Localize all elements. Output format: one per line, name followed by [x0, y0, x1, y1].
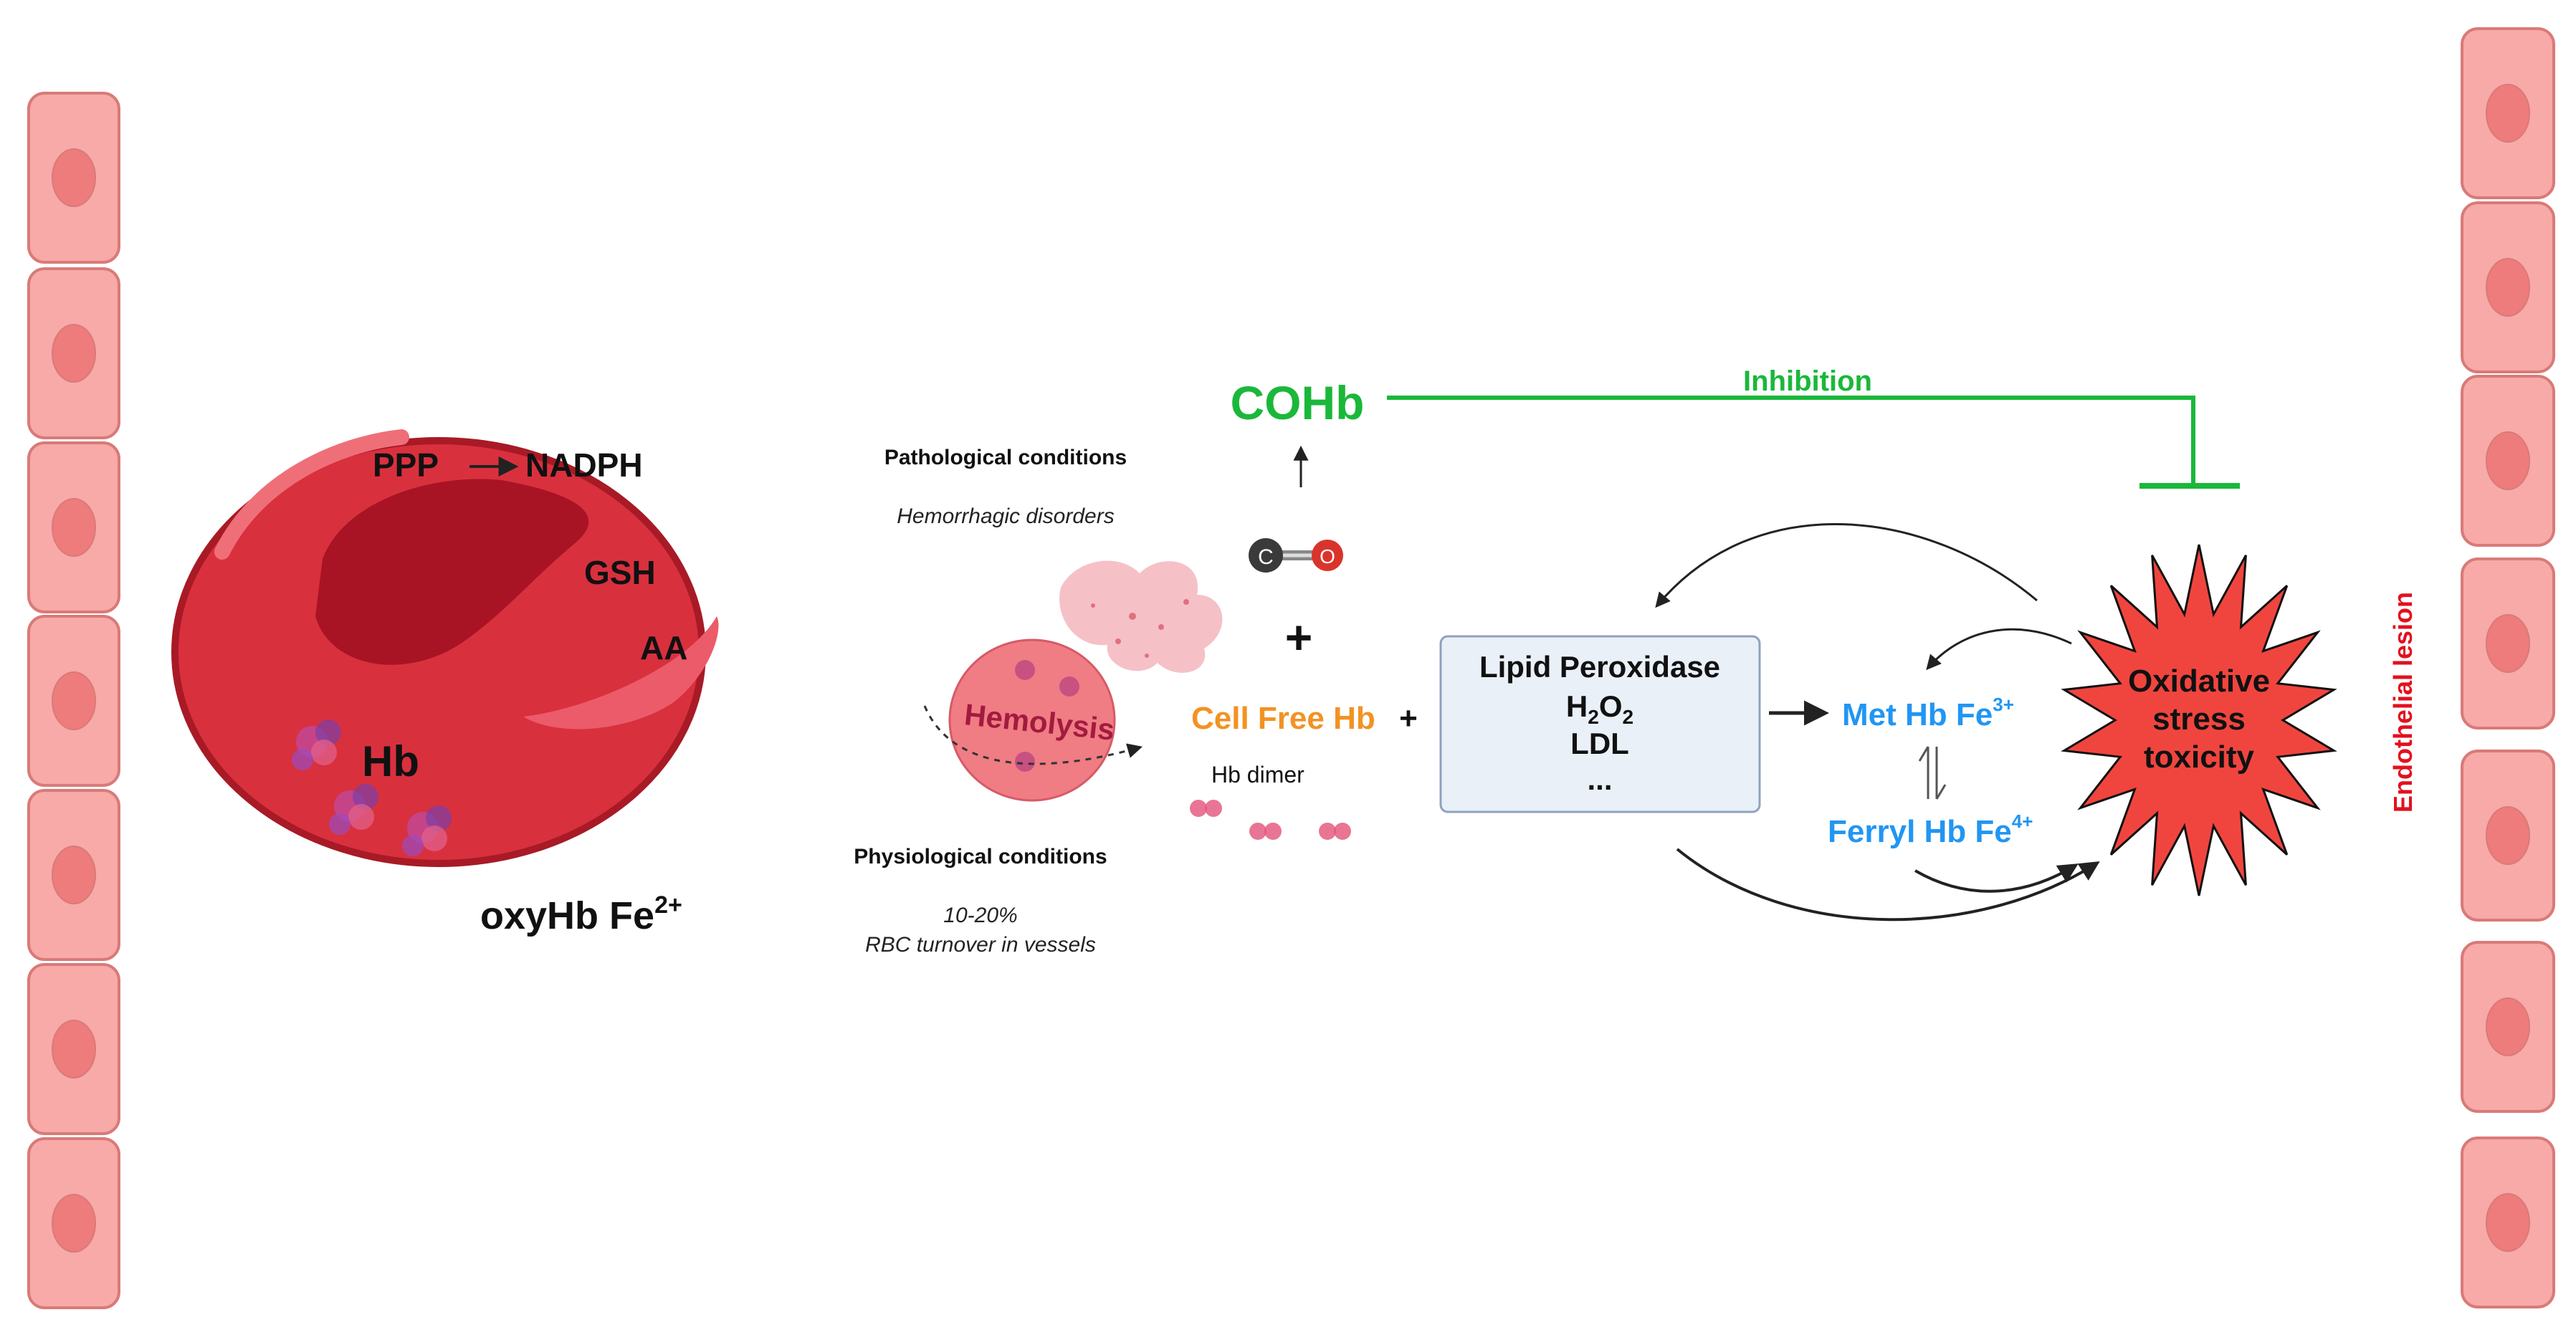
- endothelial-cell: [27, 615, 120, 787]
- cell-nucleus: [2486, 997, 2530, 1056]
- stress-line-toxicity: toxicity: [2144, 740, 2255, 775]
- hemoglobin-cluster-3: [402, 805, 452, 856]
- splash-dot: [1115, 638, 1121, 644]
- cell-nucleus: [52, 498, 96, 557]
- hemolysis-flow-arrow: [923, 705, 1143, 765]
- oxyhb-label: oxyHb Fe2+: [480, 891, 682, 937]
- nadph-label: NADPH: [525, 446, 643, 484]
- rbc-crescent: [523, 616, 719, 729]
- stress-line-oxidative: Oxidative: [2128, 664, 2270, 699]
- oxidants-box-bg: [1439, 635, 1761, 813]
- cell-nucleus: [2486, 1193, 2530, 1252]
- red-blood-cell: PPP NADPH GSH AA Hb oxyHb Fe2+: [171, 429, 719, 937]
- cell-nucleus: [2486, 806, 2530, 865]
- cell-nucleus: [2486, 614, 2530, 673]
- physiological-conditions-title: Physiological conditions: [854, 845, 1107, 869]
- left-endothelial-cells: [27, 92, 120, 1309]
- endothelial-cell: [27, 963, 120, 1135]
- splash-dot: [1183, 599, 1189, 605]
- hemolysis-hb: [1015, 752, 1035, 772]
- rbc-highlight: [214, 429, 409, 560]
- co-plus-sign: +: [1285, 611, 1313, 664]
- met-ferryl-equilibrium-arrows: [1918, 746, 1947, 800]
- pathological-conditions-subtitle: Hemorrhagic disorders: [897, 504, 1114, 528]
- oxidative-stress-starburst: [2061, 544, 2337, 896]
- endothelial-cell: [2461, 201, 2555, 373]
- cell-nucleus: [2486, 431, 2530, 490]
- cell-nucleus: [2486, 84, 2530, 143]
- box-h2o2: H2O2: [1566, 689, 1633, 728]
- inhibition-connector: [1387, 396, 2240, 489]
- cell-nucleus: [2486, 258, 2530, 317]
- cohb-label: COHb: [1231, 376, 1365, 429]
- cell-nucleus: [52, 148, 96, 207]
- physiological-turnover: RBC turnover in vessels: [865, 933, 1096, 957]
- hb-dimer-2: [1249, 823, 1282, 840]
- endothelial-cell: [2461, 27, 2555, 199]
- cell-free-hb-label: Cell Free Hb: [1191, 701, 1375, 736]
- ferryl-to-stress-arrow: [1914, 863, 2079, 893]
- hemolysis-splash: [1059, 560, 1223, 673]
- splash-dot: [1145, 654, 1149, 658]
- oxidants-box: Lipid Peroxidase H2O2 LDL ...: [1439, 635, 1761, 813]
- oxygen-label: O: [1320, 545, 1335, 568]
- cell-nucleus: [52, 1194, 96, 1253]
- box-to-stress-arrow: [1676, 848, 2100, 922]
- met-hb-label: Met Hb Fe3+: [1842, 694, 2014, 732]
- box-lipid-peroxidase: Lipid Peroxidase: [1479, 650, 1720, 684]
- physiological-percent: 10-20%: [943, 904, 1017, 927]
- endothelial-cell: [27, 92, 120, 264]
- hb-dimer-3: [1319, 823, 1351, 840]
- hb-dimer-label: Hb dimer: [1211, 762, 1304, 788]
- endothelial-cell: [27, 789, 120, 961]
- rbc-dark-region: [315, 479, 589, 665]
- gsh-label: GSH: [584, 554, 656, 591]
- endothelial-cell: [27, 1137, 120, 1309]
- box-ellipsis: ...: [1587, 762, 1612, 796]
- cell-nucleus: [52, 324, 96, 383]
- hemolysis-cell: Hemolysis: [923, 560, 1223, 802]
- endothelial-cell: [2461, 558, 2555, 729]
- carbon-label: C: [1258, 545, 1274, 569]
- endothelial-cell: [27, 267, 120, 439]
- stress-to-box-arrow: [1655, 523, 2038, 608]
- ferryl-hb-label: Ferryl Hb Fe4+: [1828, 810, 2033, 849]
- cell-nucleus: [52, 671, 96, 730]
- endothelial-cell: [2461, 750, 2555, 922]
- pathological-conditions-title: Pathological conditions: [884, 446, 1127, 469]
- stress-line-stress: stress: [2152, 702, 2246, 737]
- endothelial-lesion-label: Endothelial lesion: [2388, 592, 2418, 813]
- oxygen-atom: [1312, 540, 1343, 571]
- ppp-label: PPP: [373, 446, 439, 484]
- stress-to-met-arrow: [1926, 628, 2072, 671]
- cell-nucleus: [52, 1020, 96, 1078]
- box-ldl: LDL: [1570, 727, 1629, 760]
- endothelial-cell: [2461, 1137, 2555, 1308]
- cell-nucleus: [52, 846, 96, 904]
- cell-free-plus-sign: +: [1399, 701, 1418, 736]
- right-endothelial-cells: [2461, 27, 2555, 1308]
- aa-label: AA: [640, 629, 687, 666]
- hemolysis-hb: [1059, 676, 1079, 697]
- hemoglobin-cluster-2: [329, 784, 378, 835]
- endothelial-cell: [27, 441, 120, 613]
- hemoglobin-cluster-1: [292, 719, 341, 770]
- splash-dot: [1091, 603, 1095, 608]
- hb-label: Hb: [362, 737, 419, 785]
- endothelial-cell: [2461, 941, 2555, 1113]
- co-molecule: C O: [1249, 538, 1343, 573]
- inhibition-label: Inhibition: [1743, 365, 1872, 397]
- endothelial-cell: [2461, 375, 2555, 547]
- hemolysis-hb: [1015, 660, 1035, 680]
- splash-dot: [1158, 624, 1164, 630]
- carbon-atom: [1249, 538, 1283, 573]
- hb-dimer-1: [1190, 800, 1222, 817]
- splash-dot: [1129, 613, 1136, 620]
